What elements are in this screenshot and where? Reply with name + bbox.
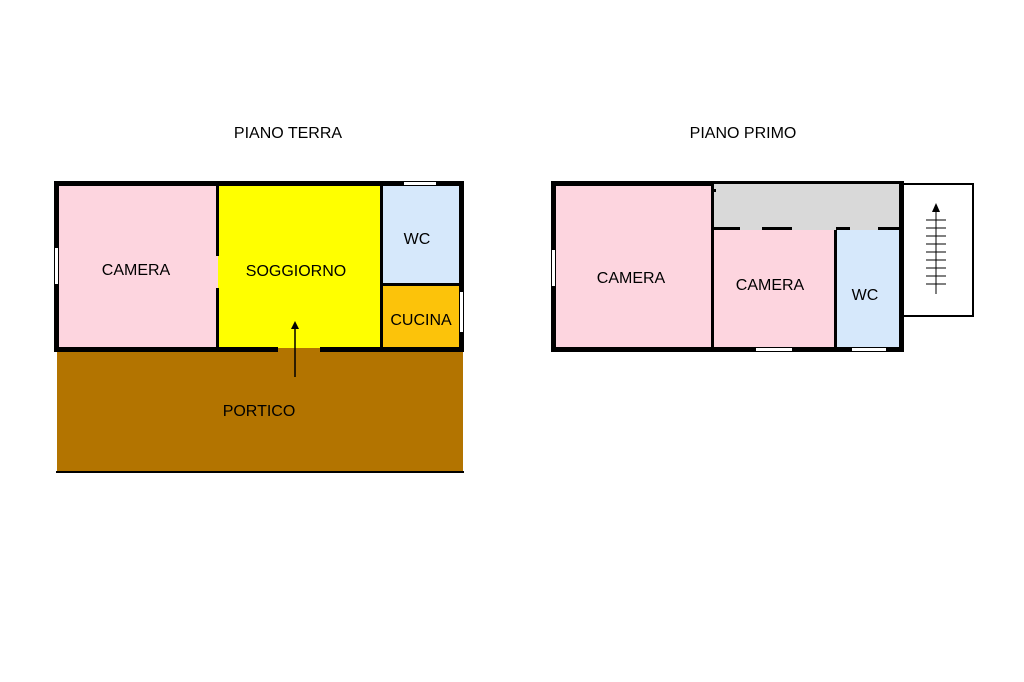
first-corridor [713,184,902,227]
camera-door-opening-2 [792,226,836,230]
ground-camera-label: CAMERA [102,262,171,279]
ground-soggiorno-room [218,184,382,348]
soggiorno-label: SOGGIORNO [246,263,346,280]
first-floor-title: PIANO PRIMO [690,125,797,142]
corridor-top-light [714,184,899,189]
ground-cucina-window [460,292,463,332]
ground-wc-label: WC [404,231,431,248]
staircase [902,183,974,317]
portico-area [57,348,463,472]
first-camera-window [552,250,555,286]
ground-camera-room [57,184,218,348]
portico-label: PORTICO [223,403,296,420]
first-camera-right-label: CAMERA [736,277,805,294]
camera-door-opening [740,226,762,230]
stairs-arrow-icon [926,210,946,294]
ground-wc-room [382,184,460,285]
ground-floor-title: PIANO TERRA [234,125,343,142]
cucina-label: CUCINA [390,312,452,329]
first-wc-window [852,348,886,351]
ground-wc-window [404,182,436,185]
ground-cucina-room [382,285,460,348]
first-floor-plan: PIANO PRIMO [551,125,974,352]
ground-floor-plan: PIANO TERRA [54,125,464,473]
first-wc-room [836,229,902,348]
first-camera-right-room [713,229,836,348]
stairs-arrow-head-icon [932,203,940,212]
entrance-arrow-icon [291,321,299,377]
first-camera-left-room [554,184,713,348]
first-camera-left-label: CAMERA [597,270,666,287]
first-camera-right-window [756,348,792,351]
ground-camera-window [55,248,58,284]
wc-door-opening [850,226,878,230]
first-wc-label: WC [852,287,879,304]
